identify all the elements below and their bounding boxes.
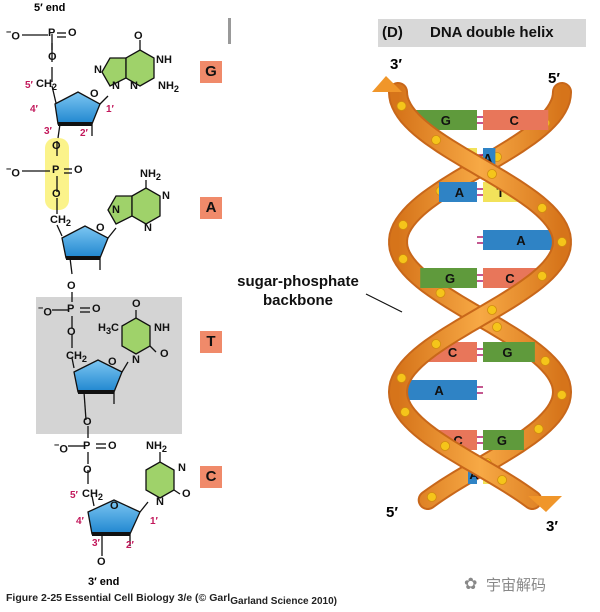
wechat-icon: ✿ — [464, 576, 478, 593]
top-phosphate — [22, 32, 66, 82]
backbone-strand-a — [389, 84, 570, 508]
panel-title-bar — [378, 19, 586, 47]
base-letter-right: A — [516, 233, 526, 248]
base-box-g: G — [200, 61, 222, 83]
cytosine-ring — [145, 452, 181, 499]
base-letter-right: A — [483, 151, 493, 166]
caption-part2: Garland Science 2010) — [230, 596, 337, 607]
base-letter-left: G — [441, 113, 451, 128]
divider-bar — [228, 18, 231, 44]
base-block-right — [483, 342, 535, 362]
sugar-4 — [87, 499, 149, 556]
sugar-2 — [61, 225, 117, 275]
phosphate-highlight — [45, 138, 69, 210]
watermark: 宇宙解码 — [486, 577, 547, 594]
base-letter-right: T — [497, 185, 505, 200]
phosphate-bead — [426, 492, 437, 502]
base-block-left — [439, 182, 477, 202]
panel-letter: (D) — [382, 24, 403, 41]
phosphate-bead — [396, 373, 407, 383]
base-letter-left: G — [445, 271, 455, 286]
phosphate-bead — [533, 424, 544, 434]
thymine-ring — [121, 310, 157, 355]
guanine-ring — [101, 40, 155, 87]
phosphate-3 — [52, 292, 90, 369]
backbone-label-line1: sugar-phosphate — [237, 273, 359, 290]
backbone-label: sugar-phosphate backbone — [233, 272, 363, 310]
bottom-left-end-label: 5′ — [386, 504, 398, 521]
top-right-end-label: 5′ — [548, 70, 560, 87]
phosphate-bead — [487, 305, 497, 315]
top-left-end-label: 3′ — [390, 56, 402, 73]
base-letter-left: A — [434, 383, 444, 398]
three-prime-end-label: 3′ end — [88, 576, 120, 588]
phosphate-bead — [492, 322, 502, 332]
bottom-right-end-label: 3′ — [546, 518, 558, 535]
base-box-c: C — [200, 466, 222, 488]
phosphate-bead — [487, 169, 497, 179]
caption-part1: Figure 2-25 Essential Cell Biology 3/e (… — [6, 592, 231, 604]
phosphate-bead — [398, 220, 409, 230]
base-letter-right: G — [497, 433, 507, 448]
adenine-ring — [107, 180, 161, 225]
phosphate-bead — [497, 475, 508, 485]
phosphate-bead — [400, 407, 411, 417]
panel-title: DNA double helix — [430, 24, 554, 41]
base-letter-left: C — [448, 345, 458, 360]
phosphate-bead — [431, 135, 442, 145]
backbone-pointer — [365, 293, 403, 313]
bottom-right-arrow — [528, 496, 562, 512]
base-block-left — [398, 380, 477, 400]
base-box-a: A — [200, 197, 222, 219]
base-letter-right: G — [502, 345, 512, 360]
base-block-left — [420, 268, 477, 288]
figure-caption: Figure 2-25 Essential Cell Biology 3/e (… — [6, 592, 337, 607]
backbone-label-line2: backbone — [262, 292, 334, 309]
phosphate-2 — [22, 141, 72, 237]
base-letter-left: A — [455, 185, 465, 200]
base-letter-right: C — [505, 271, 515, 286]
phosphate-bead — [396, 101, 407, 111]
phosphate-bead — [540, 356, 551, 366]
phosphate-bead — [537, 271, 547, 281]
phosphate-bead — [557, 237, 567, 247]
phosphate-bead — [556, 390, 567, 400]
sugar-3 — [73, 359, 129, 421]
phosphate-bead — [440, 441, 451, 451]
phosphate-4 — [68, 426, 106, 507]
sugar-1 — [51, 85, 109, 139]
phosphate-bead — [435, 288, 446, 298]
phosphate-bead — [398, 254, 409, 264]
five-prime-end-label: 5′ end — [34, 2, 66, 14]
top-left-arrow — [372, 76, 402, 92]
phosphate-bead — [431, 339, 442, 349]
base-block-right — [483, 430, 524, 450]
base-block-right — [483, 230, 562, 250]
base-box-t: T — [200, 331, 222, 353]
helix-front-strand — [387, 82, 572, 510]
phosphate-bead — [537, 203, 547, 213]
base-letter-right: C — [509, 113, 519, 128]
base-letter-left: C — [453, 433, 463, 448]
base-block-right — [483, 110, 549, 130]
